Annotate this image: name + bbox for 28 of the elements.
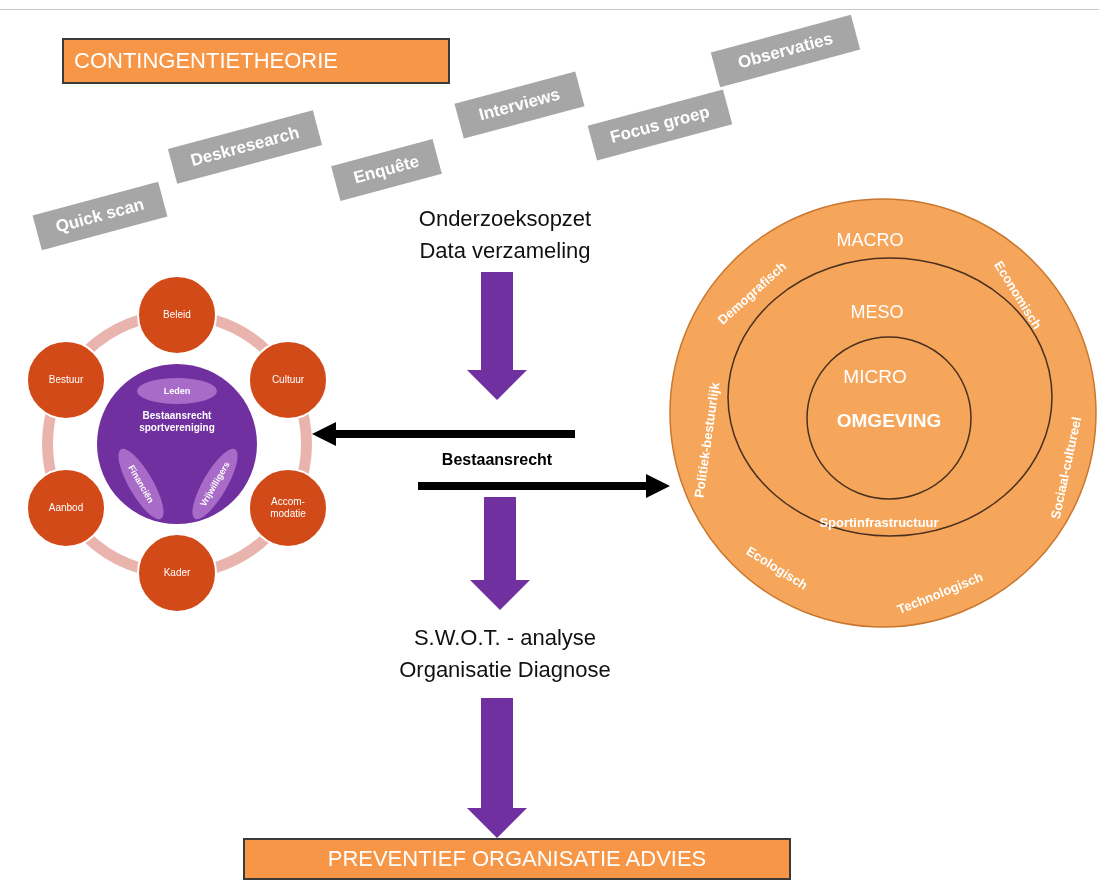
factor-circle: Aanbod bbox=[26, 468, 106, 548]
level-label: MACRO bbox=[836, 229, 904, 251]
arrow bbox=[467, 272, 527, 400]
level-label: MICRO bbox=[843, 366, 907, 388]
step-text: S.W.O.T. - analyse bbox=[413, 624, 597, 652]
arrow bbox=[470, 497, 530, 610]
method-tag: Quick scan bbox=[32, 181, 168, 251]
factor-label: Sportinfrastructuur bbox=[819, 514, 939, 530]
pillar-ellipse: Leden bbox=[137, 378, 217, 404]
factor-circle: Cultuur bbox=[248, 340, 328, 420]
center-label: OMGEVING bbox=[836, 410, 942, 432]
factor-circle: Beleid bbox=[137, 275, 217, 355]
center-label: Bestaansrecht bbox=[441, 451, 553, 469]
arrow bbox=[418, 474, 670, 498]
method-tag: Enquête bbox=[331, 139, 442, 201]
core-label: Bestaansrecht sportvereniging bbox=[138, 410, 216, 434]
step-text: Onderzoeksopzet bbox=[418, 204, 592, 233]
arrow bbox=[467, 698, 527, 838]
step-text: Data verzameling bbox=[419, 236, 591, 265]
factor-circle: Kader bbox=[137, 533, 217, 613]
title-banner: CONTINGENTIETHEORIE bbox=[62, 38, 450, 84]
method-tag: Focus groep bbox=[587, 89, 733, 161]
step-text: Organisatie Diagnose bbox=[399, 656, 611, 684]
title-banner: PREVENTIEF ORGANISATIE ADVIES bbox=[243, 838, 791, 880]
arrow bbox=[312, 422, 575, 446]
factor-circle: Bestuur bbox=[26, 340, 106, 420]
factor-circle: Accom-modatie bbox=[248, 468, 328, 548]
level-label: MESO bbox=[850, 301, 904, 323]
